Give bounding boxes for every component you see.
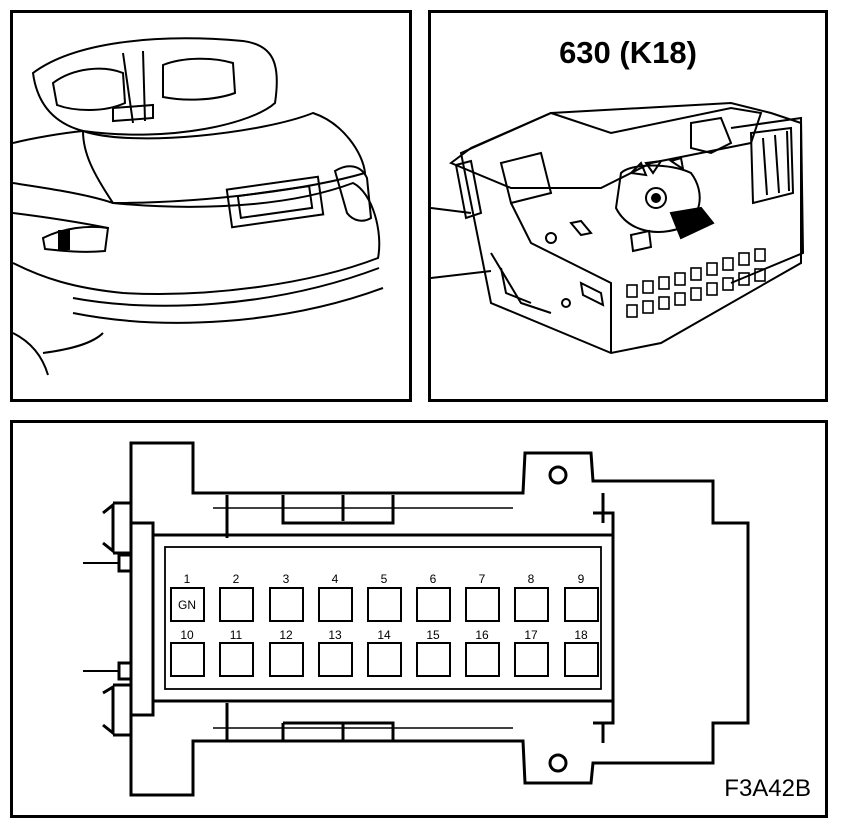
pin-13: 13	[318, 628, 353, 677]
pin-3: 3	[269, 572, 304, 622]
pin-3-cavity	[269, 587, 304, 622]
pinout-panel: 1 GN 2 3 4 5	[10, 420, 828, 818]
pin-7-number: 7	[479, 572, 486, 586]
pin-16-cavity	[465, 642, 500, 677]
pin-17-cavity	[514, 642, 549, 677]
connector-title: 630 (K18)	[559, 35, 697, 70]
pin-7-cavity	[465, 587, 500, 622]
pin-5-cavity	[367, 587, 402, 622]
pin-1: 1 GN	[170, 572, 205, 622]
pin-14-cavity	[367, 642, 402, 677]
pinout-diagram: 1 GN 2 3 4 5	[83, 441, 750, 797]
pin-17: 17	[514, 628, 549, 677]
car-rear-illustration	[13, 37, 384, 376]
pin-1-cavity	[170, 587, 205, 622]
connector-illustration	[431, 101, 805, 355]
pin-16: 16	[465, 628, 500, 677]
pin-1-code: GN	[178, 598, 196, 612]
pin-18: 18	[564, 628, 599, 677]
pin-11-cavity	[219, 642, 254, 677]
pin-8: 8	[514, 572, 549, 622]
pin-10: 10	[170, 628, 205, 677]
connector-view-panel: 630 (K18)	[428, 10, 828, 402]
pin-8-cavity	[514, 587, 549, 622]
pin-6: 6	[416, 572, 451, 622]
pin-6-cavity	[416, 587, 451, 622]
pin-9-number: 9	[578, 572, 585, 586]
pin-11-number: 11	[230, 628, 243, 642]
pin-12-cavity	[269, 642, 304, 677]
pin-2-number: 2	[233, 572, 240, 586]
pin-18-number: 18	[574, 628, 588, 642]
pin-14: 14	[367, 628, 402, 677]
pin-9-cavity	[564, 587, 599, 622]
pin-row-bottom: 10 11 12 13 14	[170, 628, 599, 677]
pin-2-cavity	[219, 587, 254, 622]
pin-1-number: 1	[184, 572, 191, 586]
pin-3-number: 3	[283, 572, 290, 586]
pin-14-number: 14	[377, 628, 391, 642]
pin-12: 12	[269, 628, 304, 677]
pin-5: 5	[367, 572, 402, 622]
pin-13-number: 13	[328, 628, 342, 642]
pin-4-number: 4	[332, 572, 339, 586]
pin-10-cavity	[170, 642, 205, 677]
connector-cavity-grid	[626, 248, 766, 318]
pin-7: 7	[465, 572, 500, 622]
car-rear-view-panel	[10, 10, 412, 402]
pin-4-cavity	[318, 587, 353, 622]
figure-reference-code: F3A42B	[724, 775, 811, 802]
pin-5-number: 5	[381, 572, 388, 586]
pin-11: 11	[219, 628, 254, 677]
pin-8-number: 8	[528, 572, 535, 586]
pin-9: 9	[564, 572, 599, 622]
pin-6-number: 6	[430, 572, 437, 586]
pin-18-cavity	[564, 642, 599, 677]
pin-2: 2	[219, 572, 254, 622]
pin-4: 4	[318, 572, 353, 622]
pin-10-number: 10	[180, 628, 194, 642]
pin-13-cavity	[318, 642, 353, 677]
pin-16-number: 16	[475, 628, 489, 642]
pin-12-number: 12	[279, 628, 293, 642]
pin-15: 15	[416, 628, 451, 677]
pin-15-number: 15	[426, 628, 440, 642]
pin-17-number: 17	[524, 628, 538, 642]
pin-15-cavity	[416, 642, 451, 677]
pin-row-top: 1 GN 2 3 4 5	[170, 572, 599, 622]
